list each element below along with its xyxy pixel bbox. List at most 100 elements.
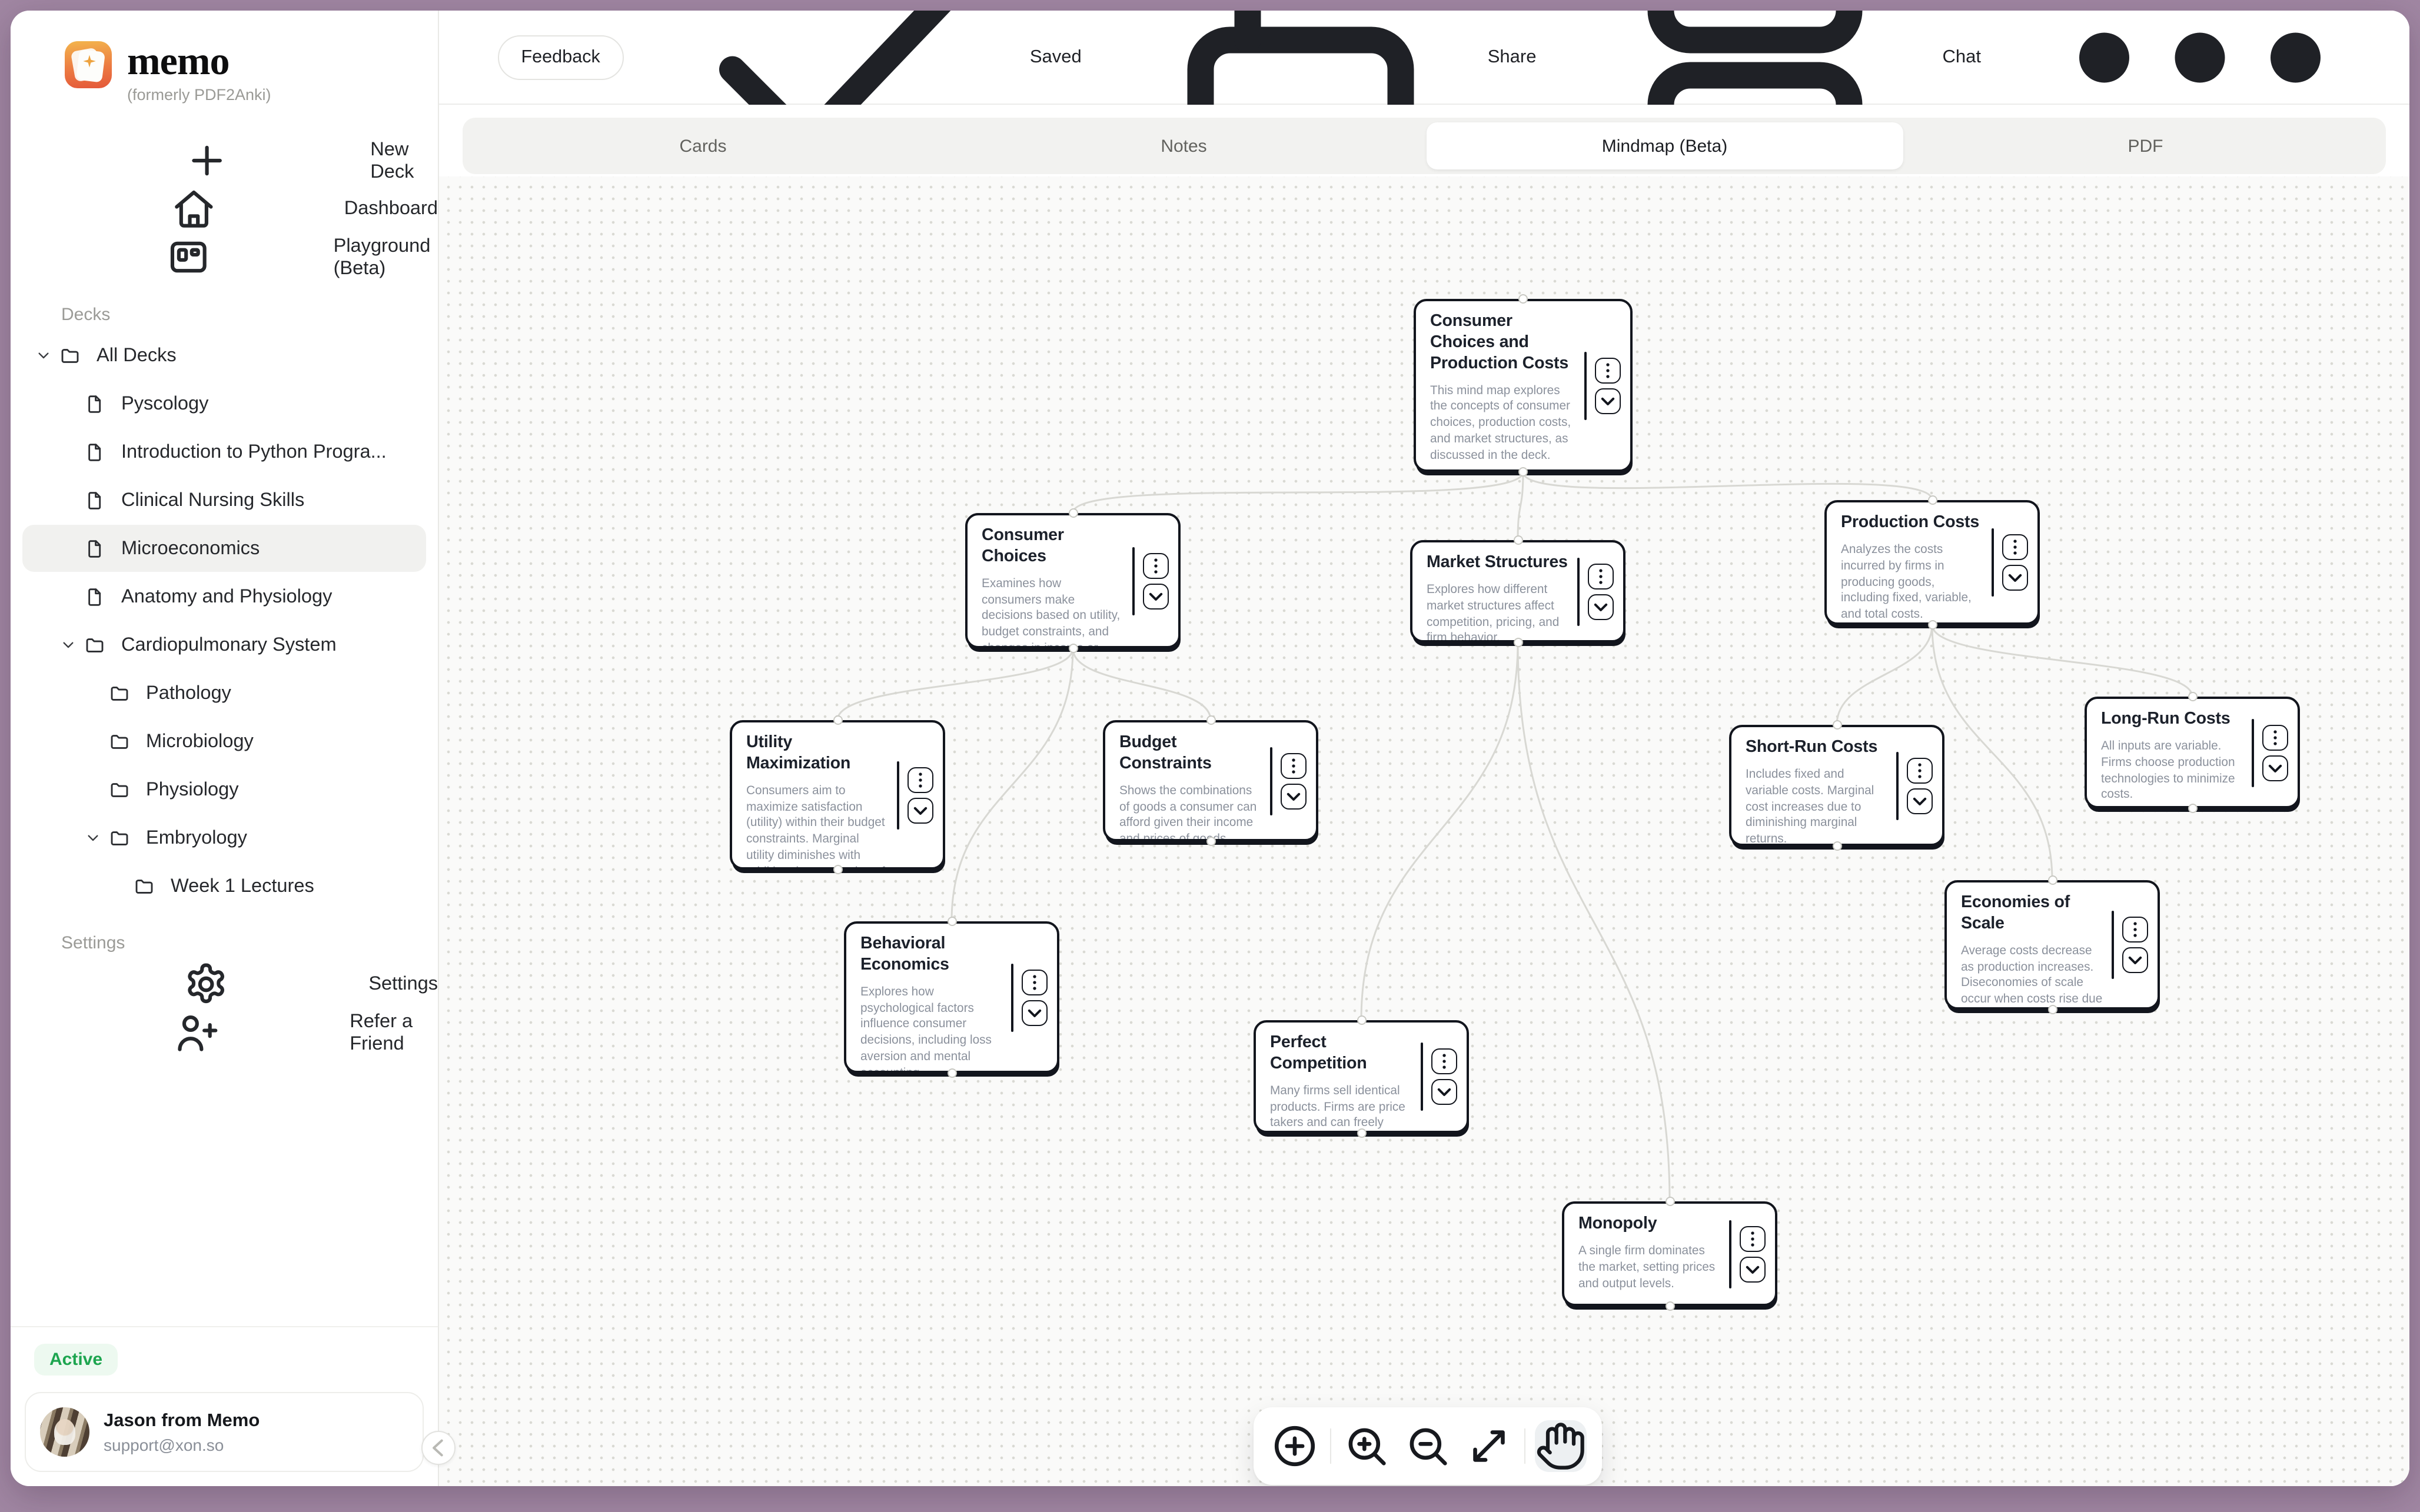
connector-dot-bottom[interactable]: [1068, 644, 1078, 653]
sidebar-item-embryology[interactable]: Embryology: [22, 814, 426, 861]
connector-dot-bottom[interactable]: [1518, 467, 1528, 477]
node-collapse-button[interactable]: [2262, 755, 2288, 781]
sidebar-item-week-1-lectures[interactable]: Week 1 Lectures: [22, 862, 426, 910]
node-collapse-button[interactable]: [1907, 788, 1933, 814]
node-collapse-button[interactable]: [1431, 1079, 1457, 1105]
node-collapse-button[interactable]: [1022, 1000, 1048, 1025]
node-menu-button[interactable]: [2262, 724, 2288, 750]
connector-dot-top[interactable]: [1068, 508, 1078, 518]
connector-dot-top[interactable]: [1665, 1197, 1674, 1206]
sidebar-nav-dashboard[interactable]: Dashboard: [11, 185, 438, 233]
sidebar-nav-new-deck[interactable]: New Deck: [11, 136, 438, 185]
node-menu-button[interactable]: [2002, 534, 2028, 560]
connector-dot-bottom[interactable]: [833, 865, 842, 874]
chevron-down-icon[interactable]: [84, 828, 102, 847]
sidebar-item-refer-a-friend[interactable]: Refer a Friend: [11, 1008, 438, 1057]
node-menu-button[interactable]: [2122, 917, 2148, 942]
node-body: Perfect Competition Many firms sell iden…: [1256, 1023, 1467, 1131]
node-menu-button[interactable]: [1143, 552, 1169, 578]
node-collapse-button[interactable]: [2122, 947, 2148, 973]
connector-dot-bottom[interactable]: [2188, 804, 2197, 813]
node-menu-button[interactable]: [1431, 1048, 1457, 1074]
sidebar-item-pathology[interactable]: Pathology: [22, 670, 426, 717]
node-menu-button[interactable]: [1281, 752, 1307, 778]
connector-dot-top[interactable]: [1832, 720, 1841, 730]
kebab-icon: [1596, 358, 1620, 382]
node-menu-button[interactable]: [1595, 357, 1621, 383]
sidebar-item-all-decks[interactable]: All Decks: [22, 332, 426, 379]
fit-view-button[interactable]: [1463, 1420, 1515, 1472]
mindmap-node-long-run-costs[interactable]: Long-Run Costs All inputs are variable. …: [2085, 692, 2300, 813]
node-menu-button[interactable]: [1907, 757, 1933, 783]
connector-dot-top[interactable]: [2188, 692, 2197, 701]
tab-notes[interactable]: Notes: [1161, 136, 1207, 156]
node-menu-button[interactable]: [1022, 969, 1048, 995]
node-divider: [1992, 528, 1994, 597]
node-collapse-button[interactable]: [908, 797, 933, 823]
node-collapse-button[interactable]: [1143, 583, 1169, 609]
node-menu-button[interactable]: [908, 767, 933, 792]
sidebar-item-settings[interactable]: Settings: [11, 960, 438, 1008]
mindmap-canvas[interactable]: Consumer Choices and Production Costs Th…: [439, 176, 2409, 1486]
connector-dot-bottom[interactable]: [1665, 1301, 1674, 1311]
connector-dot-top[interactable]: [2047, 875, 2057, 885]
mindmap-node-short-run-costs[interactable]: Short-Run Costs Includes fixed and varia…: [1729, 720, 1944, 851]
connector-dot-bottom[interactable]: [1927, 620, 1937, 630]
mindmap-node-utility-maximization[interactable]: Utility Maximization Consumers aim to ma…: [730, 715, 945, 874]
tab-pdf[interactable]: PDF: [2128, 136, 2163, 156]
zoom-out-button[interactable]: [1402, 1420, 1454, 1472]
connector-dot-top[interactable]: [833, 715, 842, 725]
tab-cards[interactable]: Cards: [679, 136, 727, 156]
sidebar-item-clinical-nursing-skills[interactable]: Clinical Nursing Skills: [22, 477, 426, 524]
connector-dot-bottom[interactable]: [947, 1068, 956, 1078]
connector-dot-top[interactable]: [1357, 1015, 1366, 1025]
mindmap-node-economies-of-scale[interactable]: Economies of Scale Average costs decreas…: [1944, 875, 2160, 1014]
node-collapse-button[interactable]: [1595, 388, 1621, 414]
connector-dot-top[interactable]: [1513, 535, 1523, 545]
sidebar-collapse-button[interactable]: [421, 1431, 456, 1465]
connector-dot-top[interactable]: [1927, 495, 1937, 505]
mindmap-node-market-structures[interactable]: Market Structures Explores how different…: [1410, 535, 1625, 647]
connector-dot-top[interactable]: [1518, 294, 1528, 304]
tab-mindmap-beta[interactable]: Mindmap (Beta): [1427, 122, 1903, 169]
node-collapse-button[interactable]: [1588, 594, 1614, 620]
sidebar-item-introduction-to-python-progra[interactable]: Introduction to Python Progra...: [22, 428, 426, 475]
connector-dot-bottom[interactable]: [1357, 1128, 1366, 1138]
hand-icon: [1535, 1420, 1587, 1472]
connector-dot-top[interactable]: [947, 917, 956, 926]
node-collapse-button[interactable]: [1740, 1256, 1766, 1282]
node-menu-button[interactable]: [1740, 1225, 1766, 1251]
pan-tool-button[interactable]: [1535, 1420, 1587, 1472]
mindmap-node-consumer-choices[interactable]: Consumer Choices Examines how consumers …: [965, 508, 1181, 653]
sidebar-item-cardiopulmonary-system[interactable]: Cardiopulmonary System: [22, 621, 426, 668]
user-card[interactable]: Jason from Memo support@xon.so: [25, 1392, 424, 1472]
chevron-down-icon[interactable]: [34, 346, 53, 365]
mindmap-node-root[interactable]: Consumer Choices and Production Costs Th…: [1414, 294, 1633, 477]
folder-icon: [108, 827, 131, 849]
zoom-in-button[interactable]: [1341, 1420, 1392, 1472]
node-collapse-button[interactable]: [2002, 565, 2028, 591]
connector-dot-bottom[interactable]: [1832, 841, 1841, 851]
mindmap-node-monopoly[interactable]: Monopoly A single firm dominates the mar…: [1562, 1197, 1777, 1311]
add-node-button[interactable]: [1269, 1420, 1321, 1472]
mindmap-node-production-costs[interactable]: Production Costs Analyzes the costs incu…: [1824, 495, 2040, 630]
feedback-button[interactable]: Feedback: [497, 35, 624, 79]
edge-consumer-choices--behavioral-economics: [950, 648, 1074, 922]
chevron-down-icon[interactable]: [59, 635, 78, 654]
connector-dot-bottom[interactable]: [2047, 1005, 2057, 1014]
node-collapse-button[interactable]: [1281, 783, 1307, 809]
connector-dot-bottom[interactable]: [1206, 837, 1215, 846]
mindmap-node-budget-constraints[interactable]: Budget Constraints Shows the combination…: [1103, 715, 1318, 846]
connector-dot-top[interactable]: [1206, 715, 1215, 725]
sidebar-item-microeconomics[interactable]: Microeconomics: [22, 525, 426, 572]
more-options-button[interactable]: [2023, 11, 2376, 234]
sidebar-item-physiology[interactable]: Physiology: [22, 766, 426, 813]
sidebar-item-anatomy-and-physiology[interactable]: Anatomy and Physiology: [22, 573, 426, 620]
mindmap-node-behavioral-economics[interactable]: Behavioral Economics Explores how psycho…: [844, 917, 1059, 1078]
node-menu-button[interactable]: [1588, 563, 1614, 589]
mindmap-node-perfect-competition[interactable]: Perfect Competition Many firms sell iden…: [1254, 1015, 1469, 1138]
connector-dot-bottom[interactable]: [1513, 638, 1523, 647]
sidebar-item-pyscology[interactable]: Pyscology: [22, 380, 426, 427]
sidebar-item-microbiology[interactable]: Microbiology: [22, 718, 426, 765]
sidebar-nav-playground-beta[interactable]: Playground (Beta): [11, 233, 438, 281]
